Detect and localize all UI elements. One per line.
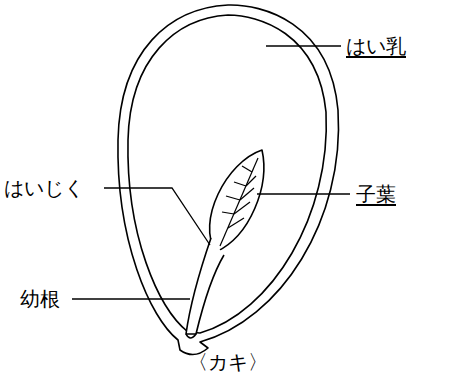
leader-line [72, 298, 190, 299]
cotyledon [210, 150, 264, 252]
part-label: はい乳 [346, 36, 406, 56]
seed-coat [118, 5, 339, 355]
cotyledon-veins [220, 158, 258, 246]
leader-line [257, 193, 350, 194]
hypocotyl [186, 238, 224, 334]
figure-caption: 〈カキ〉 [188, 352, 268, 372]
leader-line [104, 188, 210, 245]
endosperm-outline [128, 15, 326, 333]
leader-line [266, 45, 341, 46]
part-label: はいじく [4, 178, 84, 198]
part-label: 子葉 [356, 184, 396, 204]
part-label: 幼根 [20, 289, 60, 309]
radicle-tip [186, 334, 196, 338]
